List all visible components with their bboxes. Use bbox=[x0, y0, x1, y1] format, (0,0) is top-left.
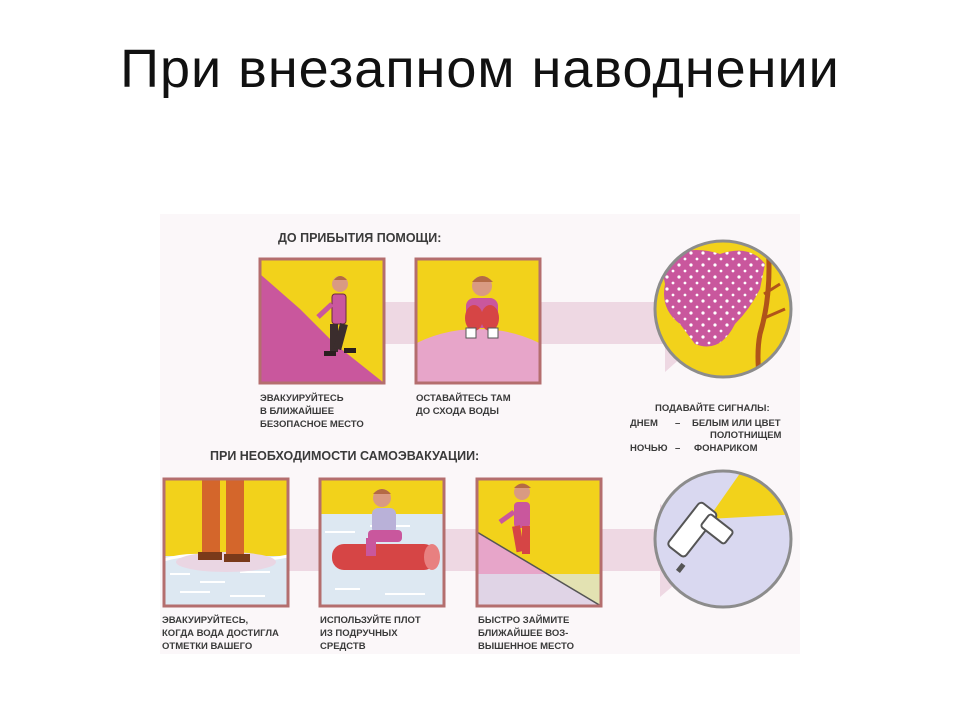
signals-night-text: ФОНАРИКОМ bbox=[694, 443, 758, 454]
signal-cloth-circle bbox=[653, 239, 793, 379]
panel-water-level bbox=[162, 477, 290, 608]
signals-day-text-2: ПОЛОТНИЩЕМ bbox=[710, 430, 782, 441]
panel-raft bbox=[318, 477, 446, 608]
caption-raft: ИСПОЛЬЗУЙТЕ ПЛОТ ИЗ ПОДРУЧНЫХ СРЕДСТВ bbox=[320, 614, 423, 652]
caption-evacuate: ЭВАКУИРУЙТЕСЬ В БЛИЖАЙШЕЕ БЕЗОПАСНОЕ МЕС… bbox=[260, 392, 364, 430]
signal-flashlight-circle bbox=[653, 469, 793, 609]
caption-stay: ОСТАВАЙТЕСЬ ТАМ ДО СХОДА ВОДЫ bbox=[416, 392, 513, 417]
caption-water-level: ЭВАКУИРУЙТЕСЬ, КОГДА ВОДА ДОСТИГЛА ОТМЕТ… bbox=[162, 614, 282, 652]
panel-evacuate bbox=[258, 257, 386, 385]
signals-night-dash: – bbox=[675, 443, 680, 454]
signals-day-text-1: БЕЛЫМ ИЛИ ЦВЕТ bbox=[692, 418, 781, 429]
panel-stay bbox=[414, 257, 542, 385]
flood-safety-poster: ДО ПРИБЫТИЯ ПОМОЩИ: ПРИ НЕОБХОДИМОСТИ СА… bbox=[160, 214, 800, 654]
signals-legend: ПОДАВАЙТЕ СИГНАЛЫ: ДНЕМ – БЕЛЫМ ИЛИ ЦВЕТ… bbox=[630, 402, 782, 454]
caption-higher-ground: БЫСТРО ЗАЙМИТЕ БЛИЖАЙШЕЕ ВОЗ- ВЫШЕННОЕ М… bbox=[478, 614, 574, 652]
signals-day-label: ДНЕМ bbox=[630, 418, 658, 429]
bottom-heading: ПРИ НЕОБХОДИМОСТИ САМОЭВАКУАЦИИ: bbox=[210, 449, 479, 463]
panel-higher-ground bbox=[475, 477, 603, 608]
top-heading: ДО ПРИБЫТИЯ ПОМОЩИ: bbox=[278, 231, 441, 245]
signals-night-label: НОЧЬЮ bbox=[630, 443, 668, 454]
slide-title: При внезапном наводнении bbox=[120, 39, 840, 99]
signals-day-dash: – bbox=[675, 418, 680, 429]
signals-heading: ПОДАВАЙТЕ СИГНАЛЫ: bbox=[655, 402, 770, 414]
